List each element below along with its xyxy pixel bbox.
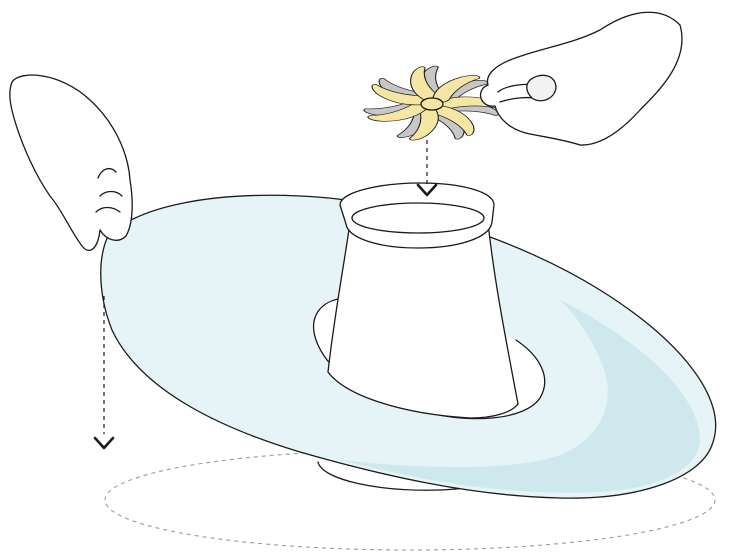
left-hand <box>9 74 133 251</box>
right-hand <box>479 11 683 146</box>
disc-shading <box>340 300 700 493</box>
target-position-ring <box>104 449 716 551</box>
finger-nail-right <box>526 74 557 102</box>
housing-opening <box>351 202 485 234</box>
impeller-blade <box>432 75 481 103</box>
arrow-down-icon <box>416 183 438 197</box>
impeller-insert-guide <box>416 140 438 197</box>
disc-drop-guide <box>93 296 115 450</box>
impeller <box>363 65 501 141</box>
arrow-down-icon <box>93 436 115 450</box>
impeller-hub <box>420 97 444 111</box>
central-housing <box>327 182 519 419</box>
